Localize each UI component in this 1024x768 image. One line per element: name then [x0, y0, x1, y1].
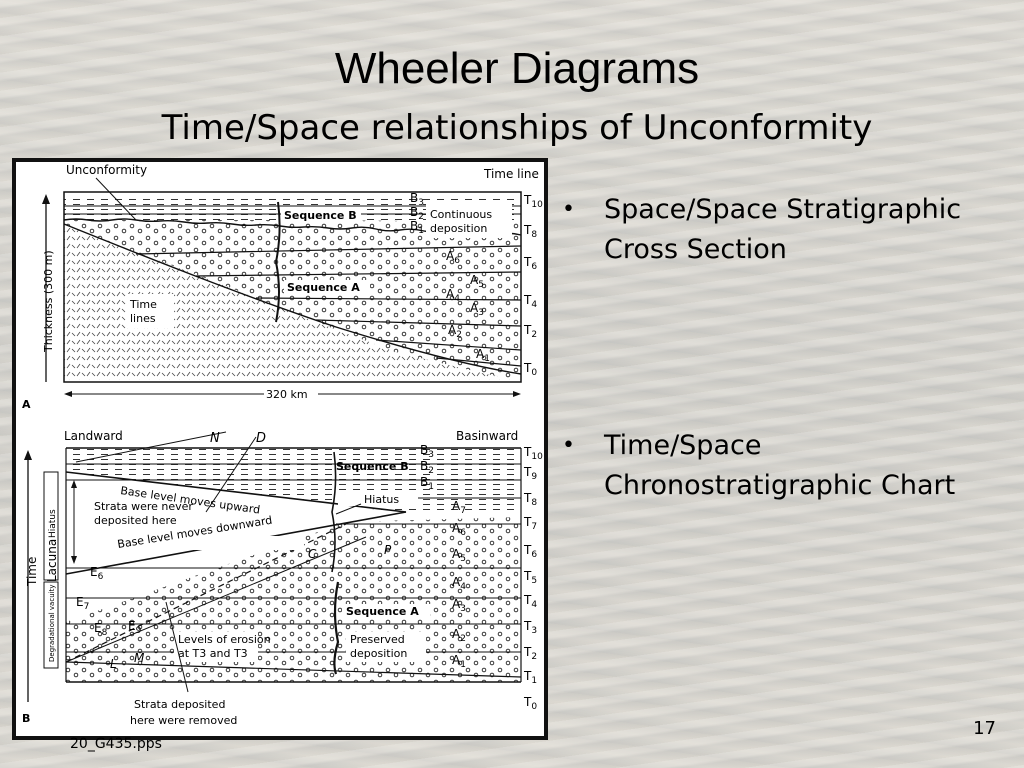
panel-a-label-b1: B1: [410, 219, 424, 236]
panel-b-label-a7: A7: [452, 499, 466, 516]
p-label: P: [384, 543, 392, 557]
panel-b-time-t5: T5: [523, 569, 537, 586]
landward-label: Landward: [64, 429, 123, 443]
panel-a-label-a4: A4: [446, 287, 460, 304]
panel-a-label-b2: B2: [410, 205, 424, 222]
panel-b-time-t1: T1: [523, 669, 537, 686]
sequence-b-label: Sequence B: [284, 209, 357, 222]
panel-b-label-b3: B3: [420, 443, 434, 460]
m-label: M: [134, 651, 145, 665]
wheeler-diagram-figure: Thickness (300 m) 320 km Unconformity Ti…: [12, 158, 548, 740]
panel-b-label-e9: E9: [128, 619, 142, 636]
degradational-vacuity-label: Degradational vacuity: [48, 585, 56, 662]
panel-b-label-e8: E8: [94, 621, 108, 638]
bullet-text: Time/Space Chronostratigraphic Chart: [604, 430, 956, 501]
panel-b-time-t10: T10: [523, 445, 543, 462]
panel-a-label-b3: B3: [410, 191, 424, 208]
panel-b-time-t6: T6: [523, 543, 537, 560]
sequence-a-label: Sequence A: [287, 281, 360, 294]
panel-b-time-t2: T2: [523, 645, 537, 662]
panel-b-label-a6: A6: [452, 521, 466, 538]
panel-b-time-t4: T4: [523, 593, 537, 610]
erosion-levels-label: Levels of erosion: [178, 633, 271, 646]
panel-a-label-a6: A6: [446, 249, 460, 266]
footer-filename: 20_G435.pps: [70, 736, 162, 752]
n-label: N: [210, 431, 220, 446]
panel-a: Thickness (300 m) 320 km Unconformity Ti…: [22, 163, 543, 411]
bullet-text: Space/Space Stratigraphic Cross Section: [604, 194, 962, 265]
panel-b-time-t9: T9: [523, 465, 537, 482]
panel-b-label-a2: A2: [452, 627, 466, 644]
panel-a-time-t0: T0: [523, 361, 537, 378]
c-label: C: [308, 547, 317, 561]
panel-a-letter: A: [22, 398, 31, 411]
continuous-deposition-label-2: deposition: [430, 222, 487, 235]
never-deposited-label: Strata were never: [94, 500, 193, 513]
panel-a-time-t4: T4: [523, 293, 537, 310]
panel-a-time-t6: T6: [523, 255, 537, 272]
sequence-b-label-b: Sequence B: [336, 460, 409, 473]
panel-b-label-a5: A5: [452, 547, 466, 564]
removed-label: Strata deposited: [134, 698, 225, 711]
hiatus-axis-label: Hiatus: [48, 509, 58, 538]
panel-a-time-t8: T8: [523, 223, 537, 240]
panel-a-label-a3: A3: [470, 301, 484, 318]
continuous-deposition-label: Continuous: [430, 208, 492, 221]
time-lines-note-2: lines: [130, 312, 156, 325]
slide-subtitle: Time/Space relationships of Unconformity: [161, 108, 873, 148]
preserved-deposition-label-2: deposition: [350, 647, 407, 660]
never-deposited-label-2: deposited here: [94, 514, 177, 527]
panel-b-letter: B: [22, 712, 30, 725]
hiatus-label: Hiatus: [364, 493, 399, 506]
slide-title: Wheeler Diagrams: [334, 44, 700, 93]
panel-a-time-t10: T10: [523, 193, 543, 210]
d-label: D: [256, 431, 266, 446]
panel-a-label-a2: A2: [448, 323, 462, 340]
time-lines-note: Time: [129, 298, 157, 311]
panel-b-label-e7: E7: [76, 595, 89, 612]
panel-b-time-t3: T3: [523, 619, 537, 636]
lacuna-axis-label: Lacuna: [45, 539, 59, 582]
time-axis-label: Time: [25, 557, 39, 587]
erosion-levels-label-2: at T3 and T3: [178, 647, 248, 660]
slide-number: 17: [973, 718, 996, 739]
distance-label: 320 km: [266, 388, 308, 401]
time-line-label: Time line: [483, 167, 539, 181]
panel-b-time-t0: T0: [523, 695, 537, 712]
l-label: L: [110, 657, 117, 671]
sequence-a-label-b: Sequence A: [346, 605, 419, 618]
panel-b: Time Hiatus Lacuna Degradational vacuity…: [22, 429, 543, 727]
preserved-deposition-label: Preserved: [350, 633, 405, 646]
unconformity-label: Unconformity: [66, 163, 147, 177]
panel-b-label-a4: A4: [452, 575, 466, 592]
panel-b-label-a3: A3: [452, 597, 466, 614]
panel-b-label-b2: B2: [420, 459, 434, 476]
bullet-dot-icon: •: [562, 433, 575, 458]
panel-b-time-t7: T7: [523, 515, 537, 532]
bullet-dot-icon: •: [562, 197, 575, 222]
thickness-axis-label: Thickness (300 m): [42, 250, 55, 353]
panel-a-label-a5: A5: [470, 273, 484, 290]
panel-a-label-a1: A1: [476, 347, 490, 364]
panel-b-label-a1: A1: [452, 653, 466, 670]
panel-b-time-t8: T8: [523, 491, 537, 508]
removed-label-2: here were removed: [130, 714, 237, 727]
panel-a-time-t2: T2: [523, 323, 537, 340]
panel-b-label-e6: E6: [90, 565, 104, 582]
basinward-label: Basinward: [456, 429, 518, 443]
panel-b-label-b1: B1: [420, 475, 434, 492]
